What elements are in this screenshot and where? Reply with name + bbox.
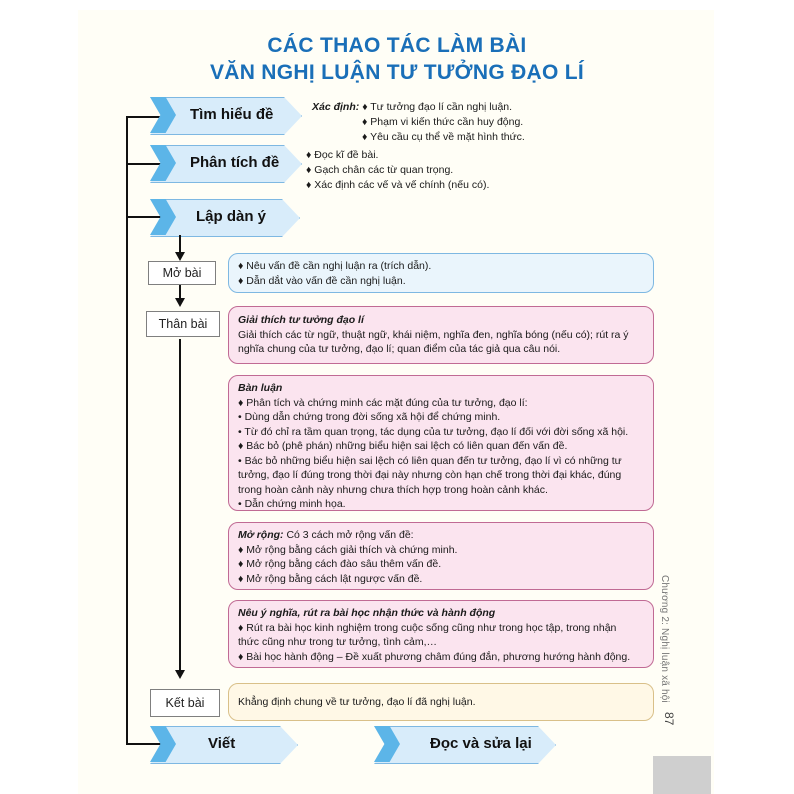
outline-spine <box>179 235 181 257</box>
box-line: Khẳng định chung về tư tưởng, đạo lí đã … <box>238 696 476 708</box>
box-line: ♦ Mở rộng bằng cách lật ngược vấn đề. <box>238 572 423 585</box>
box-line: • Dẫn chứng minh họa. <box>238 498 346 510</box>
box-line: ♦ Dẫn dắt vào vấn đề cần nghị luận. <box>238 274 406 287</box>
box-line: trong hoàn cảnh này nhưng chưa thích hợp… <box>238 483 548 496</box>
page-title-line1: CÁC THAO TÁC LÀM BÀI <box>267 34 527 57</box>
note-item: ♦ Yêu cầu cụ thể về mặt hình thức. <box>362 131 525 143</box>
page-corner-tab <box>653 756 711 794</box>
box-line: Giải thích các từ ngữ, thuật ngữ, khái n… <box>238 328 629 341</box>
mo-bai-box: ♦ Nêu vấn đề cần nghị luận ra (trích dẫn… <box>228 253 654 293</box>
chapter-side-tab: Chương 2: Nghị luận xã hội <box>659 575 670 703</box>
box-heading: Bàn luận <box>238 382 283 394</box>
box-line: • Dùng dẫn chứng trong đời sống xã hội đ… <box>238 411 501 423</box>
box-line: tưởng, đạo lí đúng trong thời đại này nh… <box>238 469 622 481</box>
arrow-down-icon <box>175 670 185 679</box>
box-heading: Mở rộng: <box>238 529 284 541</box>
spine-connector <box>126 116 162 118</box>
note-item: ♦ Đọc kĩ đề bài. <box>306 149 379 161</box>
tim-hieu-notes: Xác định: ♦ Tư tưởng đạo lí cần nghị luậ… <box>312 100 512 115</box>
box-line: ♦ Nêu vấn đề cần nghị luận ra (trích dẫn… <box>238 260 432 272</box>
outline-spine <box>179 284 181 304</box>
stage-than-bai: Thân bài <box>146 311 220 337</box>
flow-spine <box>126 116 128 744</box>
notes-label: Xác định: <box>312 101 360 113</box>
step-phan-tich-de <box>150 145 302 183</box>
outline-spine <box>179 339 181 671</box>
mo-rong-box: Mở rộng: Có 3 cách mở rộng vấn đề: ♦ Mở … <box>228 522 654 590</box>
spine-connector <box>126 216 162 218</box>
box-heading: Nêu ý nghĩa, rút ra bài học nhận thức và… <box>238 607 496 619</box>
box-line: nghĩa chung của tư tưởng, đạo lí; quan đ… <box>238 343 561 355</box>
box-line: ♦ Bài học hành động – Đề xuất phương châ… <box>238 650 631 663</box>
box-line: ♦ Mở rộng bằng cách giải thích và chứng … <box>238 543 458 556</box>
spine-connector <box>126 163 162 165</box>
note-item: ♦ Phạm vi kiến thức cần huy động. <box>362 116 524 128</box>
box-line: • Bác bỏ những biểu hiện sai lệch có liê… <box>238 454 622 467</box>
step-label: Tìm hiểu đề <box>190 106 274 123</box>
step-label: Lập dàn ý <box>196 208 267 225</box>
giai-thich-box: Giải thích tư tưởng đạo lí Giải thích cá… <box>228 306 654 364</box>
arrow-down-icon <box>175 252 185 261</box>
step-doc-va-sua-lai <box>374 726 556 764</box>
note-item: ♦ Xác định các vế và vế chính (nếu có). <box>306 179 490 191</box>
page-title-line2: VĂN NGHỊ LUẬN TƯ TƯỞNG ĐẠO LÍ <box>209 61 585 84</box>
box-line: ♦ Mở rộng bằng cách đào sâu thêm vấn đề. <box>238 558 442 570</box>
step-label: Đọc và sửa lại <box>430 735 532 752</box>
box-line: ♦ Bác bỏ (phê phán) những biểu hiện sai … <box>238 440 568 452</box>
box-line: thức cũng như trong tư tưởng, tình cảm,… <box>238 636 438 648</box>
neu-y-nghia-box: Nêu ý nghĩa, rút ra bài học nhận thức và… <box>228 600 654 668</box>
box-line: • Từ đó chỉ ra tầm quan trọng, tác dụng … <box>238 425 629 438</box>
page-number: 87 <box>662 712 676 726</box>
box-heading-rest: Có 3 cách mở rộng vấn đề: <box>283 529 414 541</box>
step-label: Viết <box>208 735 236 752</box>
note-item: ♦ Tư tưởng đạo lí cần nghị luận. <box>362 101 513 113</box>
stage-ket-bai: Kết bài <box>150 689 220 717</box>
ban-luan-box: Bàn luận ♦ Phân tích và chứng minh các m… <box>228 375 654 511</box>
box-line: ♦ Phân tích và chứng minh các mặt đúng c… <box>238 396 528 409</box>
note-item: ♦ Gạch chân các từ quan trọng. <box>306 164 454 176</box>
box-line: ♦ Rút ra bài học kinh nghiệm trong cuộc … <box>238 621 617 634</box>
arrow-down-icon <box>175 298 185 307</box>
spine-connector <box>126 743 162 745</box>
step-label: Phân tích đề <box>190 154 280 171</box>
stage-mo-bai: Mở bài <box>148 261 216 285</box>
box-heading: Giải thích tư tưởng đạo lí <box>238 314 364 326</box>
ket-bai-box: Khẳng định chung về tư tưởng, đạo lí đã … <box>228 683 654 721</box>
